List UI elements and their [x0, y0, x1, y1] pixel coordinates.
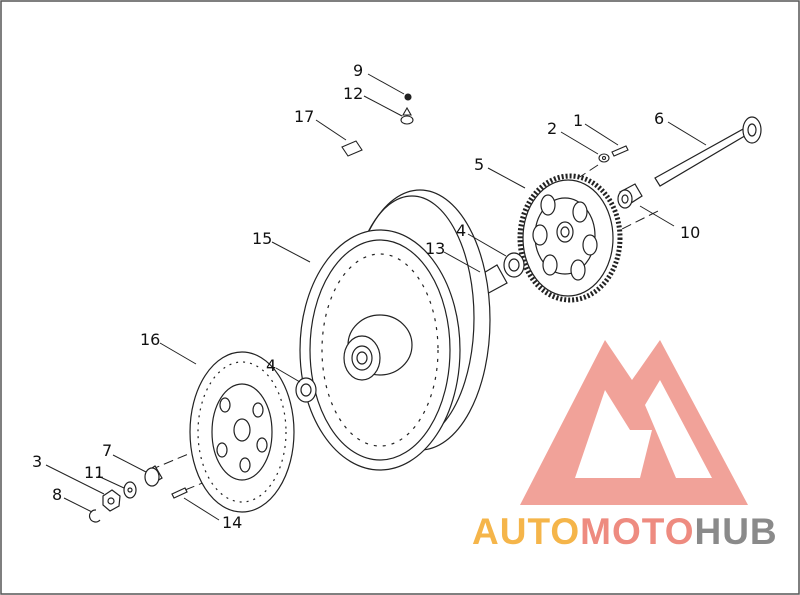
callout-1: 1	[573, 111, 583, 130]
callout-17: 17	[294, 107, 314, 126]
spacer	[617, 183, 643, 209]
watermark-logo	[520, 340, 748, 505]
callout-7: 7	[102, 441, 112, 460]
brake-disc	[189, 351, 295, 513]
callout-8: 8	[52, 485, 62, 504]
callout-14: 14	[222, 513, 242, 532]
callout-16: 16	[140, 330, 160, 349]
hub-hardware	[88, 465, 188, 523]
callout-leaders	[45, 73, 707, 521]
callout-labels: 9 12 17 1 2 6 5 10 4 13 15 16 4 7 3 11 8…	[32, 61, 700, 532]
callout-6: 6	[654, 109, 664, 128]
wheel	[299, 189, 491, 471]
bearing-lower	[295, 377, 317, 403]
bolt-and-washer	[598, 145, 629, 163]
callout-15: 15	[252, 229, 272, 248]
callout-4-lower: 4	[266, 356, 276, 375]
callout-4-upper: 4	[456, 221, 466, 240]
bearing-upper	[503, 252, 525, 278]
callout-12: 12	[343, 84, 363, 103]
callout-3: 3	[32, 452, 42, 471]
sprocket	[517, 173, 623, 303]
callout-10: 10	[680, 223, 700, 242]
callout-9: 9	[353, 61, 363, 80]
valve-stem	[400, 93, 414, 125]
balance-weight	[341, 140, 363, 157]
triangle-mark	[520, 340, 748, 505]
watermark-wordmark: AUTOMOTOHUB	[472, 511, 778, 552]
callout-11: 11	[84, 463, 104, 482]
axle	[654, 116, 762, 187]
callout-5: 5	[474, 155, 484, 174]
callout-2: 2	[547, 119, 557, 138]
callout-13: 13	[425, 239, 445, 258]
